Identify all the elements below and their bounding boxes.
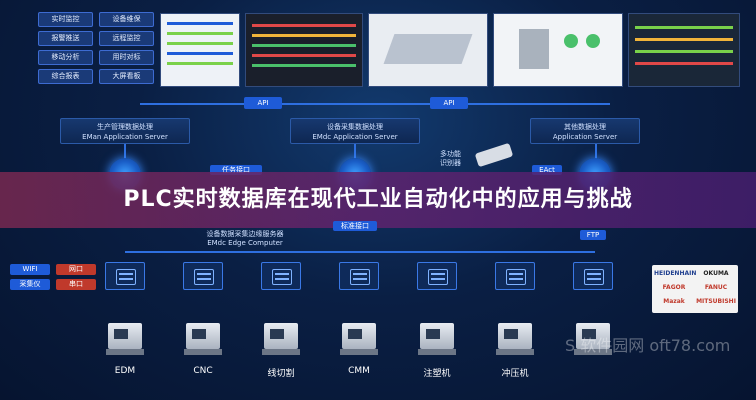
brand-logos: HEIDENHAIN OKUMA FAGOR FANUC Mazak MITSU… — [652, 265, 738, 313]
ftp-tag: FTP — [580, 230, 606, 240]
server-emdc-cn: 设备采集数据处理 — [327, 123, 383, 131]
server-other-cn: 其他数据处理 — [564, 123, 606, 131]
edge-node-6 — [495, 262, 535, 290]
banner-title: PLC实时数据库在现代工业自动化中的应用与挑战 — [123, 187, 633, 212]
server-icon — [428, 269, 448, 285]
nav-remote-monitor[interactable]: 远程监控 — [99, 31, 154, 46]
api-badge-2: API — [430, 97, 468, 109]
edge-en: EMdc Edge Computer — [207, 239, 283, 247]
machine-label-wirecut: 线切割 — [267, 369, 295, 379]
server-emdc-en: EMdc Application Server — [312, 133, 398, 141]
proto-serial: 串口 — [56, 279, 96, 290]
api-bus-line — [140, 103, 610, 105]
machine-label-cmm: CMM — [348, 366, 370, 376]
nav-reports[interactable]: 综合报表 — [38, 69, 93, 84]
standard-interface-tag: 标准接口 — [333, 221, 377, 231]
server-eman-cn: 生产管理数据处理 — [97, 123, 153, 131]
machine-extra-icon — [572, 315, 614, 357]
proto-collector: 采集仪 — [10, 279, 50, 290]
server-icon — [506, 269, 526, 285]
server-eman-en: EMan Application Server — [82, 133, 168, 141]
screenshot-thumb-3 — [368, 13, 488, 87]
machine-edm-icon — [104, 315, 146, 357]
edge-server-label: 设备数据采集边缘服务器 EMdc Edge Computer — [170, 230, 320, 250]
screenshot-thumb-5 — [628, 13, 740, 87]
server-other-en: Application Server — [552, 133, 618, 141]
brand-fagor: FAGOR — [662, 284, 686, 291]
screenshot-thumb-4 — [493, 13, 623, 87]
brand-mitsubishi: MITSUBISHI — [696, 298, 736, 305]
connector — [124, 144, 126, 164]
brand-heidenhain: HEIDENHAIN — [654, 270, 697, 277]
edge-node-5 — [417, 262, 457, 290]
server-icon — [272, 269, 292, 285]
machine-label-cnc: CNC — [193, 366, 213, 376]
nav-dashboard[interactable]: 大屏看板 — [99, 69, 154, 84]
edge-cn: 设备数据采集边缘服务器 — [206, 230, 284, 238]
machine-wirecut-icon — [260, 315, 302, 357]
edge-node-3 — [261, 262, 301, 290]
module-nav: 实时监控 设备维保 报警推送 远程监控 移动分析 用时对标 综合报表 大屏看板 — [38, 12, 154, 84]
brand-mazak: Mazak — [663, 298, 685, 305]
eact-tag: EAct — [532, 165, 562, 175]
edge-node-4 — [339, 262, 379, 290]
device-reader-label: 多功能 识别器 — [440, 150, 461, 167]
machine-press-icon — [494, 315, 536, 357]
server-emdc: 设备采集数据处理 EMdc Application Server — [290, 118, 420, 144]
proto-wifi: WIFI — [10, 264, 50, 275]
server-icon — [194, 269, 214, 285]
machine-label-press: 冲压机 — [501, 369, 529, 379]
machine-cmm-icon — [338, 315, 380, 357]
machine-injection-icon — [416, 315, 458, 357]
brand-okuma: OKUMA — [703, 270, 729, 277]
watermark: S 软件园网 oft78.com — [565, 336, 731, 355]
server-icon — [350, 269, 370, 285]
proto-ethernet: 网口 — [56, 264, 96, 275]
reader-icon — [474, 142, 514, 168]
screenshot-thumb-2 — [245, 13, 363, 87]
api-badge-1: API — [244, 97, 282, 109]
nav-time-benchmark[interactable]: 用时对标 — [99, 50, 154, 65]
connector — [354, 144, 356, 164]
edge-bus-line — [125, 251, 595, 253]
nav-realtime-monitor[interactable]: 实时监控 — [38, 12, 93, 27]
server-icon — [584, 269, 604, 285]
edge-node-2 — [183, 262, 223, 290]
brand-fanuc: FANUC — [704, 284, 728, 291]
screenshot-thumb-1 — [160, 13, 240, 87]
nav-alarm-push[interactable]: 报警推送 — [38, 31, 93, 46]
server-eman: 生产管理数据处理 EMan Application Server — [60, 118, 190, 144]
server-icon — [116, 269, 136, 285]
edge-node-1 — [105, 262, 145, 290]
edge-node-7 — [573, 262, 613, 290]
machine-label-injection: 注塑机 — [423, 369, 451, 379]
title-banner — [0, 172, 756, 228]
server-other: 其他数据处理 Application Server — [530, 118, 640, 144]
nav-maintenance[interactable]: 设备维保 — [99, 12, 154, 27]
machine-cnc-icon — [182, 315, 224, 357]
machine-label-edm: EDM — [114, 366, 136, 376]
interface-tag: 任务接口 — [210, 165, 262, 175]
nav-mobile-analysis[interactable]: 移动分析 — [38, 50, 93, 65]
connector — [595, 144, 597, 164]
